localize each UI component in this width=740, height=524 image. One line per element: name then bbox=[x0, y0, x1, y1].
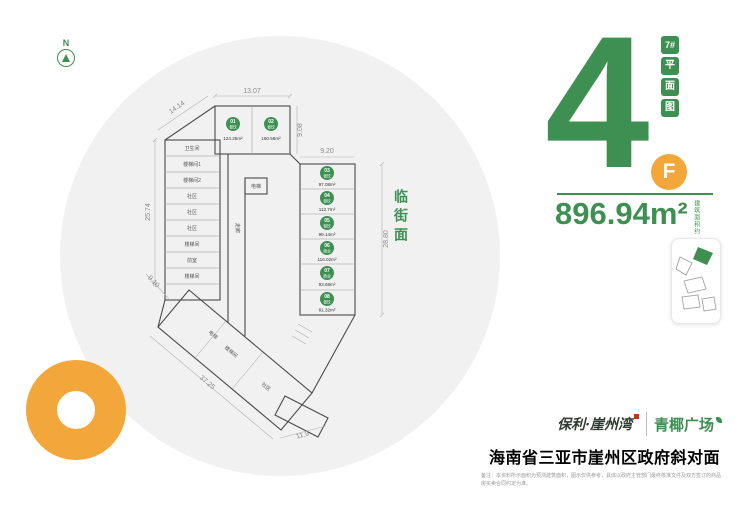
site-keymap bbox=[671, 238, 721, 324]
plan-tag-box: 图 bbox=[661, 99, 679, 117]
keymap-highlighted-building bbox=[693, 247, 713, 265]
svg-text:商业: 商业 bbox=[323, 249, 331, 254]
svg-text:06: 06 bbox=[324, 243, 330, 249]
dim-top: 13.07 bbox=[243, 88, 261, 95]
keymap-building-outline bbox=[675, 256, 693, 276]
dim-inner-right: 9.08 bbox=[297, 123, 304, 137]
plan-tag-box: 面 bbox=[661, 78, 679, 96]
unit-badge-06: 06 商业 116.02m² bbox=[317, 241, 337, 262]
svg-text:餐饮: 餐饮 bbox=[323, 224, 331, 229]
svg-text:124.25m²: 124.25m² bbox=[223, 136, 243, 141]
panel-divider-rule bbox=[557, 193, 713, 195]
dimension-lines bbox=[145, 93, 385, 440]
dim-left: 25.74 bbox=[145, 203, 152, 221]
brand-right-text: 青椰广场 bbox=[653, 416, 714, 434]
svg-text:餐饮: 餐饮 bbox=[323, 174, 331, 179]
room-label: 社区 bbox=[187, 209, 197, 216]
floor-plan: 13.07 9.08 9.20 28.80 25.74 14.14 9.10 3… bbox=[145, 88, 390, 441]
svg-text:03: 03 bbox=[324, 168, 330, 174]
room-label: 楼梯间 bbox=[184, 241, 199, 248]
orange-donut-decoration bbox=[26, 360, 126, 460]
plan-tag-box: 7# bbox=[661, 36, 679, 54]
room-label: 卫生间 bbox=[184, 145, 199, 152]
dim-diagonal: 37.25 bbox=[198, 375, 216, 392]
dim-inner-top: 9.20 bbox=[320, 148, 334, 155]
compass: N bbox=[55, 38, 77, 67]
unit-badge-07: 07 商业 93.68m² bbox=[319, 266, 336, 287]
svg-text:116.02m²: 116.02m² bbox=[317, 257, 337, 262]
svg-text:餐饮: 餐饮 bbox=[267, 125, 275, 130]
svg-text:112.7m²: 112.7m² bbox=[319, 207, 336, 212]
room-label: 楼梯间2 bbox=[183, 177, 201, 184]
unit-badge-03: 03 餐饮 97.08m² bbox=[319, 166, 336, 187]
unit-badge-04: 04 餐饮 112.7m² bbox=[319, 191, 336, 212]
site-keymap-shapes bbox=[675, 247, 717, 312]
brand-left-logo: 保利·崖州湾 bbox=[557, 414, 639, 434]
svg-text:商业: 商业 bbox=[323, 274, 331, 279]
room-label: 前室 bbox=[187, 257, 197, 264]
palm-leaf-icon bbox=[716, 417, 722, 423]
compass-arrow-icon bbox=[62, 54, 70, 62]
plan-tag-box: 平 bbox=[661, 57, 679, 75]
area-note: 建筑面积约 bbox=[692, 200, 699, 235]
area-row: 896.94m² 建筑面积约 bbox=[555, 198, 701, 235]
brand-seal-icon bbox=[633, 414, 639, 419]
svg-text:02: 02 bbox=[268, 119, 274, 125]
room-label: 社区 bbox=[260, 381, 272, 393]
unit-badges: 01 餐饮 124.25m² 02 餐饮 160.56m² 03 餐饮 97.0… bbox=[223, 117, 337, 313]
svg-text:05: 05 bbox=[324, 218, 330, 224]
unit-badge-05: 05 餐饮 99.14m² bbox=[319, 216, 336, 237]
plan-background-circle bbox=[60, 36, 500, 476]
total-area-value: 896.94m² bbox=[555, 196, 688, 231]
floor-plan-dividers bbox=[165, 106, 355, 390]
room-label: 社区 bbox=[187, 225, 197, 232]
room-label: 电梯 bbox=[251, 183, 261, 190]
keymap-building-outline bbox=[683, 276, 707, 294]
svg-text:餐饮: 餐饮 bbox=[229, 125, 237, 130]
project-address: 海南省三亚市崖州区政府斜对面 bbox=[488, 450, 720, 467]
brand-logos: 保利·崖州湾 青椰广场 bbox=[540, 412, 722, 436]
svg-text:160.56m²: 160.56m² bbox=[261, 136, 281, 141]
svg-text:81.32m²: 81.32m² bbox=[319, 308, 336, 313]
unit-badge-08: 08 餐饮 81.32m² bbox=[319, 292, 336, 313]
building-number: 4 bbox=[545, 0, 650, 207]
dim-bottom: 11.9 bbox=[295, 431, 310, 441]
block-letter-badge: F bbox=[651, 154, 687, 190]
svg-text:99.14m²: 99.14m² bbox=[319, 232, 336, 237]
dim-top-left: 14.14 bbox=[168, 100, 186, 116]
svg-text:08: 08 bbox=[324, 294, 330, 300]
dim-right: 28.80 bbox=[383, 230, 390, 248]
compass-ring-icon bbox=[57, 49, 75, 67]
street-facing-label: 临街面 bbox=[393, 189, 409, 246]
svg-text:04: 04 bbox=[324, 193, 330, 199]
keymap-building-outline bbox=[681, 294, 701, 310]
room-label: 走廊 bbox=[234, 223, 241, 233]
brand-divider bbox=[645, 412, 647, 436]
room-label: 楼梯间 bbox=[223, 344, 239, 359]
unit-badge-01: 01 餐饮 124.25m² bbox=[223, 117, 243, 141]
room-label: 社区 bbox=[187, 193, 197, 200]
room-label: 电梯 bbox=[207, 329, 219, 341]
compass-north-label: N bbox=[62, 38, 70, 48]
keymap-building-outline bbox=[701, 296, 717, 312]
svg-text:餐饮: 餐饮 bbox=[323, 199, 331, 204]
svg-text:01: 01 bbox=[230, 119, 236, 125]
svg-text:07: 07 bbox=[324, 268, 330, 274]
room-label: 楼梯间 bbox=[184, 273, 199, 280]
brand-left-text: 保利·崖州湾 bbox=[557, 417, 632, 433]
svg-text:93.68m²: 93.68m² bbox=[319, 282, 336, 287]
plan-tag-column: 7# 平 面 图 bbox=[661, 36, 679, 117]
unit-badge-02: 02 餐饮 160.56m² bbox=[261, 117, 281, 141]
floor-plan-walls bbox=[157, 105, 356, 438]
room-labels: 卫生间 楼梯间1 楼梯间2 社区 社区 社区 楼梯间 电梯 走廊 前室 楼梯间 … bbox=[183, 145, 272, 393]
svg-text:餐饮: 餐饮 bbox=[323, 300, 331, 305]
disclaimer-text: 备注：本资料所示面积为预测建筑面积，图示仅供参考，具体以政府主管部门最终核准文件… bbox=[481, 473, 722, 487]
svg-text:97.08m²: 97.08m² bbox=[319, 182, 336, 187]
brand-right-logo: 青椰广场 bbox=[654, 414, 722, 435]
room-label: 楼梯间1 bbox=[183, 161, 201, 168]
